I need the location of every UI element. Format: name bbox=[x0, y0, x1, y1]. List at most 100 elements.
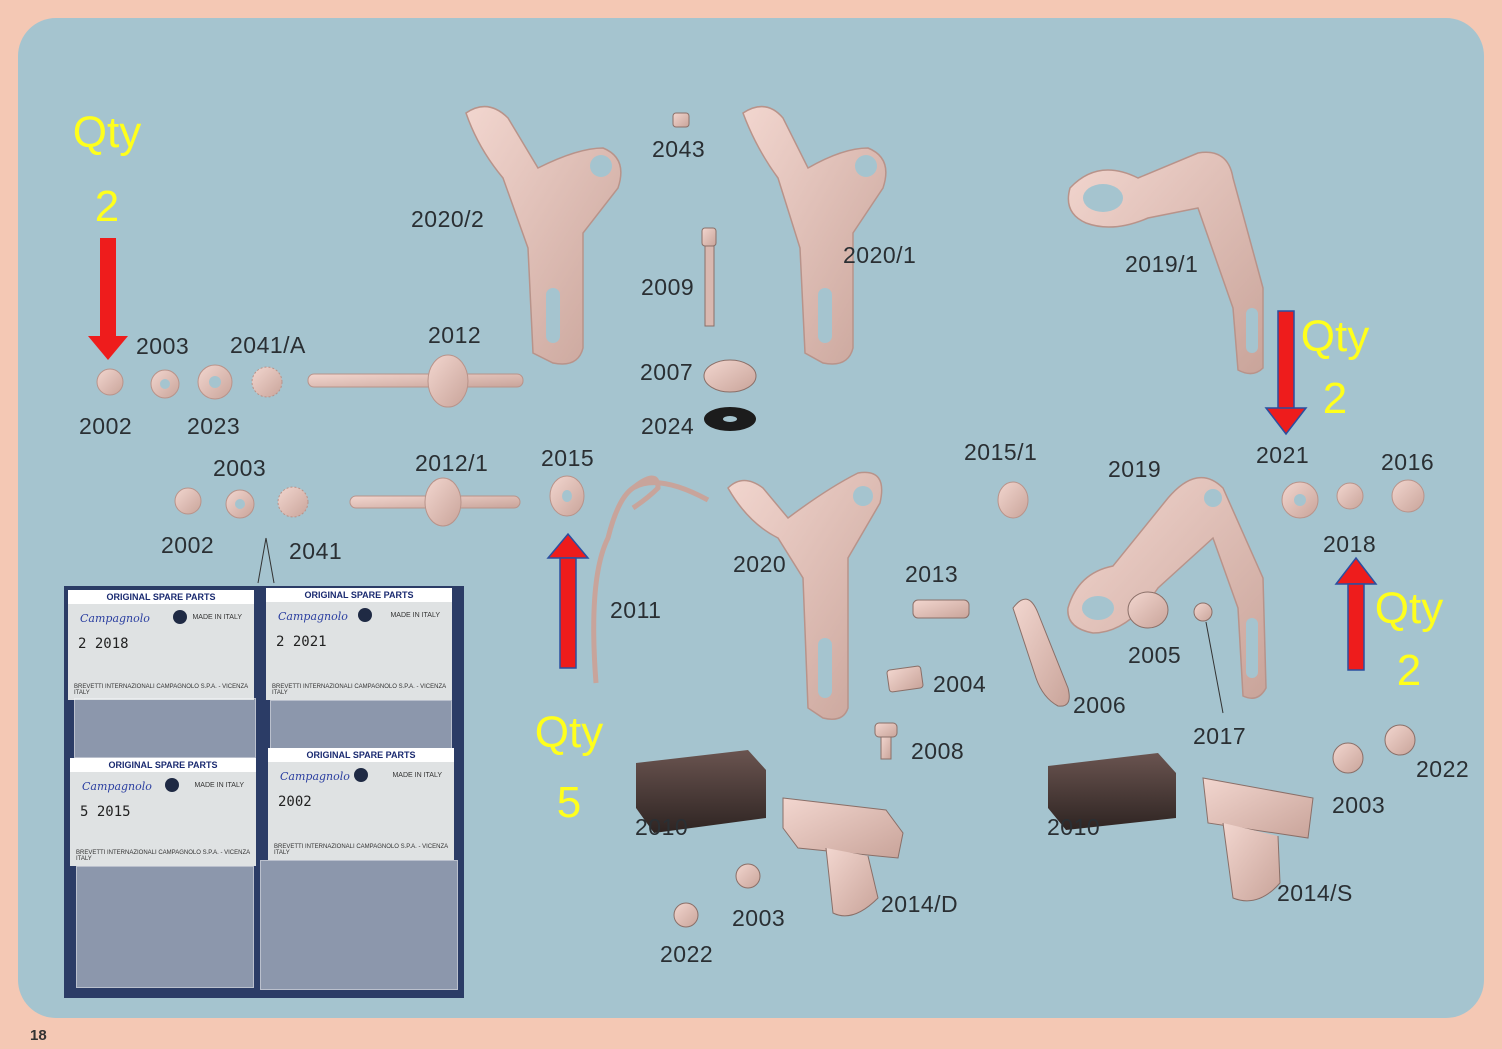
part-label-2020: 2020 bbox=[733, 551, 787, 577]
pad-holder-2014-s bbox=[1202, 777, 1314, 902]
part-label-2012: 2012 bbox=[428, 322, 482, 348]
part-label-2023: 2023 bbox=[187, 413, 241, 439]
part-label-2024: 2024 bbox=[641, 413, 695, 439]
part-2013 bbox=[912, 599, 970, 619]
part-label-2004: 2004 bbox=[933, 671, 987, 697]
caliper-arm-2020-1 bbox=[742, 105, 887, 365]
packet-3: ORIGINAL SPARE PARTS Campagnolo MADE IN … bbox=[70, 758, 256, 866]
handwritten-code: 5 2015 bbox=[80, 804, 131, 820]
screw-2043 bbox=[672, 112, 690, 128]
spare-parts-photo: ORIGINAL SPARE PARTS Campagnolo MADE IN … bbox=[64, 586, 464, 998]
part-label-2016: 2016 bbox=[1381, 449, 1435, 475]
nut-2022-bottom bbox=[673, 902, 699, 928]
part-label-2043: 2043 bbox=[652, 136, 706, 162]
page-number: 18 bbox=[30, 1027, 47, 1044]
hardware-row-1 bbox=[96, 354, 524, 408]
hang-hole bbox=[165, 778, 179, 792]
hang-hole bbox=[173, 610, 187, 624]
qty-count: 2 bbox=[1322, 374, 1348, 423]
part-2005 bbox=[1127, 591, 1169, 629]
handwritten-code: 2 2021 bbox=[276, 634, 327, 650]
made-in-italy: MADE IN ITALY bbox=[194, 782, 244, 789]
part-label-2015: 2015 bbox=[541, 445, 595, 471]
part-label-2009: 2009 bbox=[641, 274, 695, 300]
part-label-2003-a: 2003 bbox=[136, 333, 190, 359]
caliper-arm-2020-2 bbox=[465, 105, 622, 365]
qty-callout-right-top: Qty 2 bbox=[1280, 312, 1390, 424]
packet-footer: BREVETTI INTERNAZIONALI CAMPAGNOLO S.P.A… bbox=[74, 684, 248, 696]
handwritten-code: 2 2018 bbox=[78, 636, 129, 652]
part-label-2012-1: 2012/1 bbox=[415, 450, 489, 476]
campagnolo-logo: Campagnolo bbox=[82, 780, 152, 793]
qty-word: Qty bbox=[534, 708, 604, 757]
part-label-2014-d: 2014/D bbox=[881, 891, 959, 917]
caliper-arm-2019-1 bbox=[1067, 151, 1264, 375]
part-label-2019: 2019 bbox=[1108, 456, 1162, 482]
part-label-2002-b: 2002 bbox=[161, 532, 215, 558]
packet-header: ORIGINAL SPARE PARTS bbox=[68, 590, 254, 604]
handwritten-code: 2002 bbox=[278, 794, 312, 810]
part-2017 bbox=[1193, 602, 1213, 622]
part-label-2011: 2011 bbox=[610, 597, 662, 623]
brake-pad-2010-right bbox=[1048, 753, 1176, 830]
part-label-2006: 2006 bbox=[1073, 692, 1127, 718]
qty-callout-left: Qty 2 bbox=[52, 108, 162, 232]
part-label-2020-1: 2020/1 bbox=[843, 242, 917, 268]
bolt-2009 bbox=[701, 227, 717, 327]
campagnolo-logo: Campagnolo bbox=[278, 610, 348, 623]
part-label-2007: 2007 bbox=[640, 359, 694, 385]
packet-footer: BREVETTI INTERNAZIONALI CAMPAGNOLO S.P.A… bbox=[272, 684, 446, 696]
part-label-2003-d: 2003 bbox=[732, 905, 786, 931]
qty-word: Qty bbox=[72, 108, 142, 157]
qty-callout-middle: Qty 5 bbox=[514, 708, 624, 828]
hang-hole bbox=[354, 768, 368, 782]
arrow-up-right bbox=[1334, 556, 1378, 671]
made-in-italy: MADE IN ITALY bbox=[392, 772, 442, 779]
part-label-2002-a: 2002 bbox=[79, 413, 133, 439]
washer-2003-bottom bbox=[735, 863, 761, 889]
packet-header: ORIGINAL SPARE PARTS bbox=[268, 748, 454, 762]
pad-holder-2014-d bbox=[782, 797, 904, 917]
part-label-2003-b: 2003 bbox=[213, 455, 267, 481]
washer-2015-1 bbox=[997, 481, 1029, 519]
packet-3-bag bbox=[76, 866, 254, 988]
arrow-down-left bbox=[88, 238, 128, 360]
part-label-2015-1: 2015/1 bbox=[964, 439, 1038, 465]
part-label-2008: 2008 bbox=[911, 738, 965, 764]
washer-2003-right bbox=[1332, 742, 1364, 774]
part-label-2041: 2041 bbox=[289, 538, 343, 564]
part-label-2041-a: 2041/A bbox=[230, 332, 306, 358]
arrow-down-right bbox=[1264, 310, 1308, 436]
packet-header: ORIGINAL SPARE PARTS bbox=[266, 588, 452, 602]
made-in-italy: MADE IN ITALY bbox=[390, 612, 440, 619]
made-in-italy: MADE IN ITALY bbox=[192, 614, 242, 621]
nut-2022-right bbox=[1384, 724, 1416, 756]
lever-2006 bbox=[1012, 598, 1070, 707]
qty-word: Qty bbox=[1374, 584, 1444, 633]
part-label-2018: 2018 bbox=[1323, 531, 1377, 557]
part-label-2022-a: 2022 bbox=[1416, 756, 1470, 782]
campagnolo-logo: Campagnolo bbox=[280, 770, 350, 783]
qty-count: 2 bbox=[94, 182, 120, 231]
packet-header: ORIGINAL SPARE PARTS bbox=[70, 758, 256, 772]
spring-2011 bbox=[591, 475, 710, 684]
part-label-2010-a: 2010 bbox=[635, 814, 689, 840]
part-label-2019-1: 2019/1 bbox=[1125, 251, 1199, 277]
screw-2008 bbox=[874, 722, 898, 760]
qty-word: Qty bbox=[1300, 312, 1370, 361]
part-label-2017: 2017 bbox=[1193, 723, 1247, 749]
part-label-2022-b: 2022 bbox=[660, 941, 714, 967]
campagnolo-logo: Campagnolo bbox=[80, 612, 150, 625]
packet-1-bag bbox=[74, 698, 256, 758]
packet-footer: BREVETTI INTERNAZIONALI CAMPAGNOLO S.P.A… bbox=[274, 844, 448, 856]
qty-count: 5 bbox=[556, 778, 582, 827]
packet-4: ORIGINAL SPARE PARTS Campagnolo MADE IN … bbox=[268, 748, 454, 860]
part-label-2021: 2021 bbox=[1256, 442, 1310, 468]
packet-4-bag bbox=[260, 860, 458, 990]
hang-hole bbox=[358, 608, 372, 622]
part-label-2014-s: 2014/S bbox=[1277, 880, 1353, 906]
part-label-2003-c: 2003 bbox=[1332, 792, 1386, 818]
packet-footer: BREVETTI INTERNAZIONALI CAMPAGNOLO S.P.A… bbox=[76, 850, 250, 862]
packet-1: ORIGINAL SPARE PARTS Campagnolo MADE IN … bbox=[68, 590, 254, 700]
